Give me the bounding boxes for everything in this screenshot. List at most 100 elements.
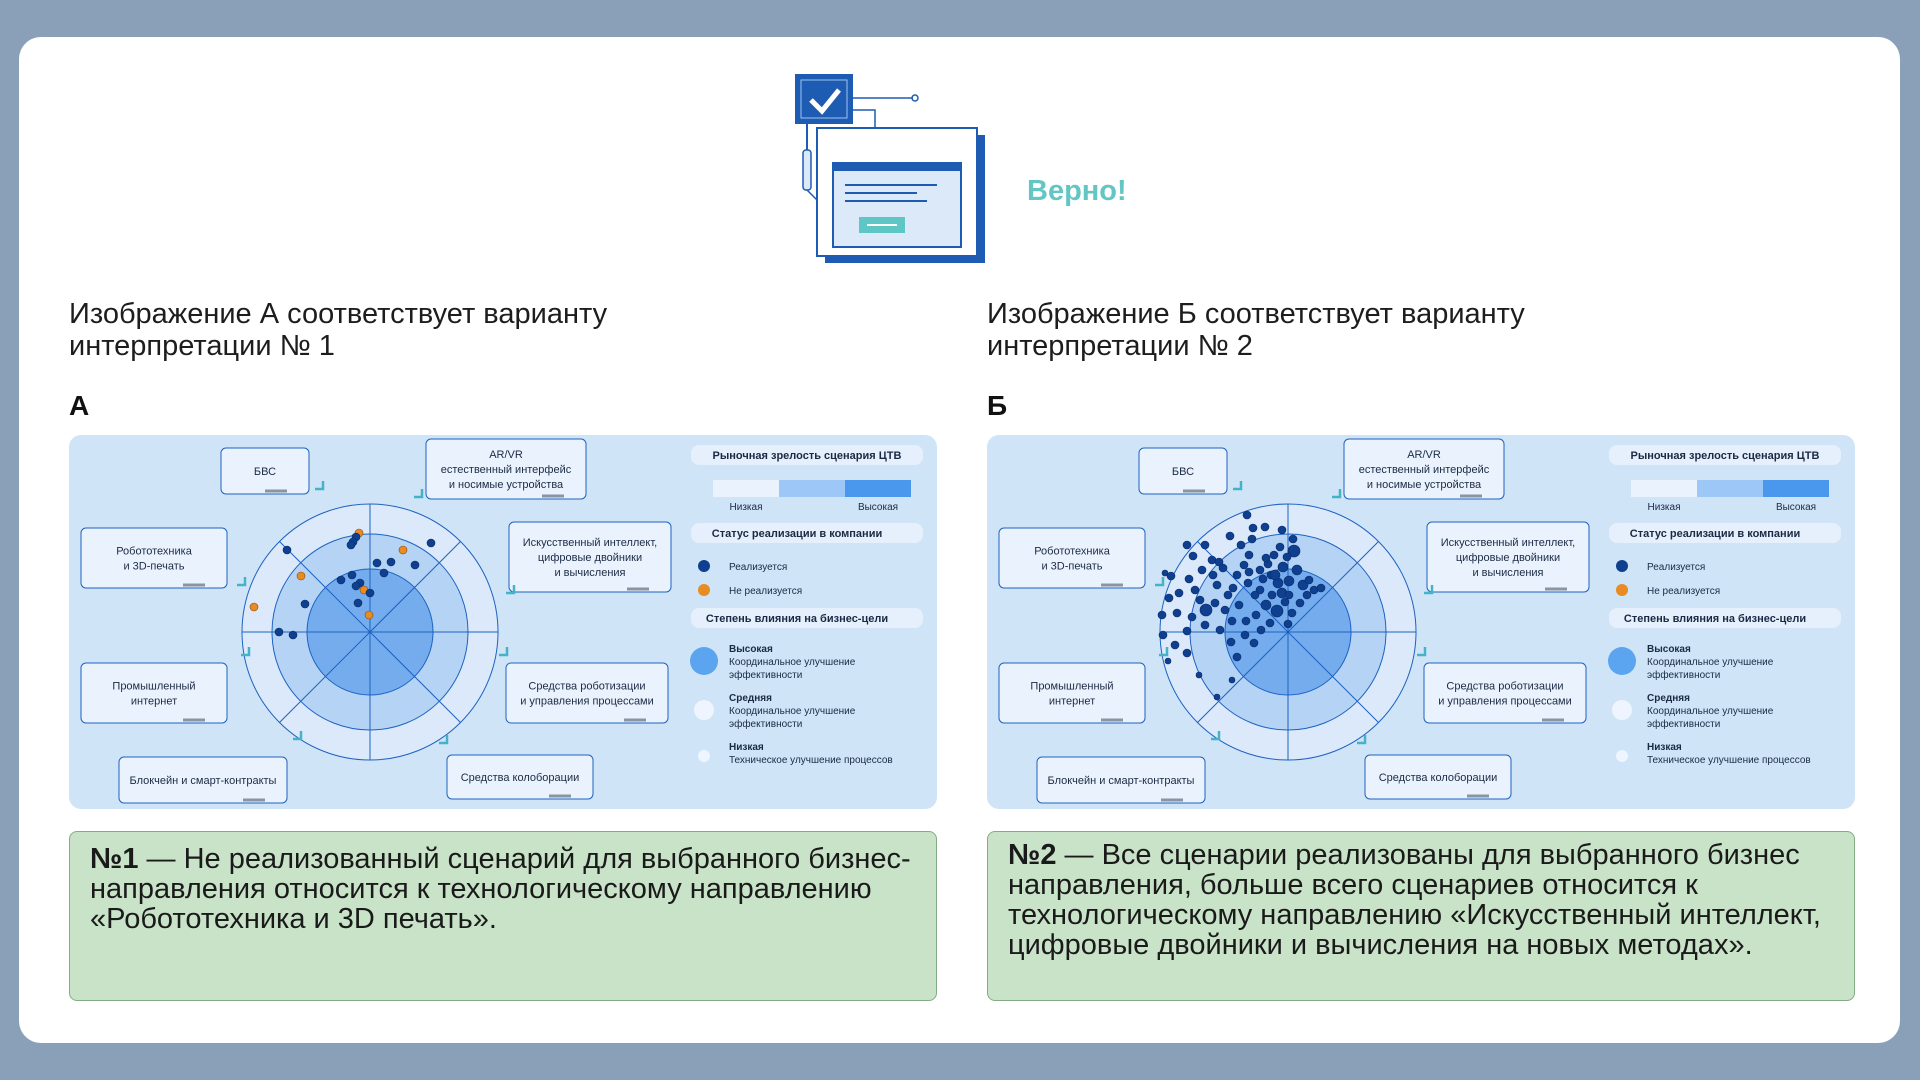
scenario-dot-implemented: [1250, 590, 1260, 600]
sector-label-ai: и вычисления: [554, 567, 625, 579]
scenario-dot-implemented: [353, 598, 363, 608]
sector-label-arvr-box: [425, 438, 587, 500]
legend-impact-mid-dot: [694, 700, 714, 720]
sector-label-arvr: и носимые устройства: [1367, 479, 1482, 491]
scenario-dot-implemented: [1277, 525, 1287, 535]
scenario-dot-implemented: [1244, 550, 1254, 560]
legend-impact-mid: Средняя: [729, 693, 772, 704]
scenario-dot-implemented: [1304, 575, 1314, 585]
scenario-dot-implemented: [1282, 552, 1292, 562]
legend-maturity-title: Рыночная зрелость сценария ЦТВ: [1631, 450, 1820, 462]
legend-implemented-dot: [1616, 560, 1628, 572]
legend-impact-high-desc: эффективности: [729, 669, 802, 681]
legend-impact-mid-desc: Координальное улучшение: [1647, 706, 1774, 717]
scenario-dot-implemented: [1158, 630, 1168, 640]
maturity-bar-low: [1631, 480, 1697, 497]
sector-label-arvr: и носимые устройства: [449, 479, 564, 491]
legend-status-title: Статус реализации в компании: [1630, 528, 1800, 540]
scenario-dot-implemented: [1225, 531, 1235, 541]
scenario-dot-implemented: [1277, 561, 1289, 573]
heading-b: Изображение Б соответствует варианту инт…: [987, 298, 1525, 362]
sector-label-robotics: и 3D-печать: [123, 561, 184, 573]
scenario-dot-implemented: [1240, 630, 1250, 640]
scenario-dot-implemented: [1208, 570, 1218, 580]
scenario-dot-implemented: [1210, 598, 1220, 608]
sector-label-iiot: интернет: [131, 696, 177, 708]
answer-box-1: №1 — Не реализованный сценарий для выбра…: [69, 831, 937, 1001]
maturity-high-label: Высокая: [1776, 502, 1816, 513]
sector-label-bvs: БВС: [1172, 466, 1194, 478]
scenario-dot-implemented: [1283, 619, 1293, 629]
sector-label-ai-box: [1426, 521, 1590, 593]
legend-maturity-title: Рыночная зрелость сценария ЦТВ: [713, 450, 902, 462]
sector-label-iiot: Промышленный: [1030, 681, 1113, 693]
legend-implemented-label: Реализуется: [1647, 562, 1705, 573]
sector-label-ai: Искусственный интеллект,: [1441, 537, 1576, 549]
legend-impact-low-desc: Техническое улучшение процессов: [729, 755, 893, 766]
scenario-dot-implemented: [1275, 542, 1285, 552]
maturity-bar-high: [1763, 480, 1829, 497]
scenario-dot-implemented: [1249, 638, 1259, 648]
scenario-dot-implemented: [1247, 534, 1257, 544]
corner-bracket: [1357, 735, 1367, 745]
legend-implemented-dot: [698, 560, 710, 572]
sector-spoke: [369, 631, 461, 723]
sector-label-blockchain: Блокчейн и смарт-контракты: [130, 775, 277, 787]
sector-label-collab: Средства колоборации: [1379, 772, 1498, 784]
answer-text: — Все сценарии реализованы для выбранног…: [1008, 839, 1821, 961]
scenario-dot-implemented: [1223, 590, 1233, 600]
scenario-dot-implemented: [282, 545, 292, 555]
scenario-dot-implemented: [1195, 671, 1203, 679]
sector-label-robotics: Робототехника: [116, 546, 193, 558]
sector-label-iiot-box: [80, 662, 228, 724]
sector-label-bvs-box: [220, 447, 310, 495]
scenario-dot-implemented: [1241, 616, 1251, 626]
sector-label-iiot: Промышленный: [112, 681, 195, 693]
scenario-dot-implemented: [1161, 569, 1169, 577]
scenario-dot-implemented: [346, 540, 356, 550]
corner-bracket: [439, 735, 449, 745]
maturity-bar-low: [713, 480, 779, 497]
scenario-dot-implemented: [1302, 590, 1312, 600]
legend-implemented-label: Реализуется: [729, 562, 787, 573]
scenario-dot-implemented: [1190, 585, 1200, 595]
legend-not-implemented-dot: [698, 584, 710, 596]
scenario-dot-implemented: [1295, 598, 1305, 608]
corner-bracket: [414, 489, 424, 499]
scenario-dot-implemented: [1164, 657, 1172, 665]
scenario-dot-implemented: [1166, 571, 1176, 581]
sector-label-ai: цифровые двойники: [1456, 552, 1560, 564]
sector-label-ai-box: [508, 521, 672, 593]
legend-impact-low-dot: [698, 750, 710, 762]
scenario-dot-implemented: [1248, 523, 1258, 533]
legend-impact-mid: Средняя: [1647, 693, 1690, 704]
scenario-dot-implemented: [1269, 569, 1281, 581]
scenario-dot-implemented: [1227, 616, 1237, 626]
legend-impact-title: Степень влияния на бизнес-цели: [706, 613, 888, 625]
scenario-dot-implemented: [1213, 693, 1221, 701]
legend-title-bg: [691, 608, 923, 628]
scenario-dot-implemented: [1261, 553, 1271, 563]
legend-not-implemented-label: Не реализуется: [1647, 586, 1720, 597]
scenario-dot-implemented: [1188, 551, 1198, 561]
legend-impact-mid-desc: эффективности: [1647, 718, 1720, 730]
sector-label-bvs: БВС: [254, 466, 276, 478]
legend-impact-high: Высокая: [729, 644, 773, 655]
scenario-dot-implemented: [1174, 588, 1184, 598]
scenario-dot-implemented: [1256, 625, 1266, 635]
scenario-dot-implemented: [410, 560, 420, 570]
legend-title-bg: [1609, 445, 1841, 465]
scenario-dot-implemented: [1170, 640, 1180, 650]
sector-label-robotics-box: [998, 527, 1146, 589]
scenario-dot-implemented: [1199, 603, 1213, 617]
scenario-dot-implemented: [365, 588, 375, 598]
sector-label-collab-box: [1364, 754, 1512, 800]
legend-impact-high-dot: [690, 647, 718, 675]
scenario-dot-implemented: [300, 599, 310, 609]
heading-a: Изображение А соответствует варианту инт…: [69, 298, 608, 362]
scenario-dot-implemented: [1164, 593, 1174, 603]
scenario-dot-implemented: [1226, 637, 1236, 647]
legend-impact-high-desc: эффективности: [1647, 669, 1720, 681]
corner-bracket: [241, 647, 251, 657]
